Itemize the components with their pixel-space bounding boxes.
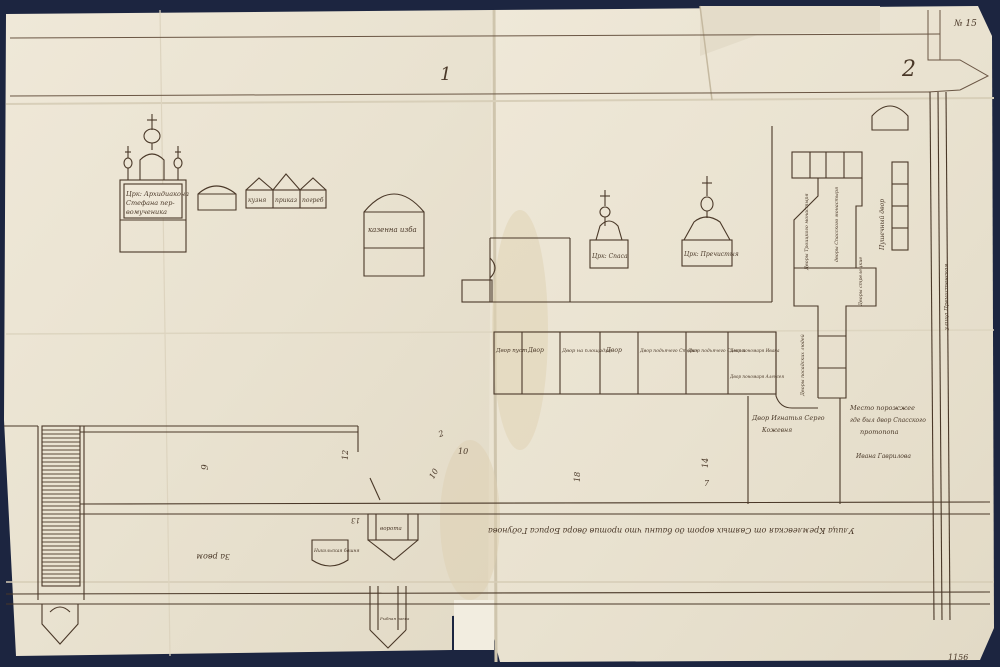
- mark-3: 12: [341, 450, 350, 460]
- mark-4: 14: [701, 458, 710, 468]
- gate-three-label: Рыбная лавка: [379, 616, 410, 621]
- mark-9: 2: [436, 429, 445, 440]
- church-label-2: Стефана пер-: [126, 199, 175, 207]
- street-row-dvor-8: Двор пономаря Алексея: [729, 374, 784, 379]
- gate-tower-one: Никольская башня: [311, 539, 359, 567]
- east-annotation-4: Ивана Гаврилова: [855, 453, 911, 460]
- sheet-header: 1 2 № 15 1156: [9, 10, 990, 662]
- street-row-dvor-6: Двор подьячего Симона: [687, 348, 746, 354]
- church-label-1: Црк: Архидиакона: [126, 190, 189, 198]
- street-row-dvor-1: Двор пуст: [495, 348, 527, 354]
- street-row-dvor-2: Двор: [527, 347, 544, 354]
- east-upper-vertical-1: Дворы Троицкого монастыря: [804, 193, 810, 271]
- church: Црк: Архидиакона Стефана пер- вомученика: [119, 114, 189, 253]
- east-lower-vertical-2: Дворы стрелецкие: [858, 257, 864, 307]
- chapel-one: Црк: Спаса: [589, 190, 629, 269]
- paper: [4, 5, 995, 663]
- vertical-note-top-block: Пушечный двор: [879, 199, 886, 251]
- arched-hall-label: казенна изба: [368, 226, 417, 234]
- street-row: Двор пуст Двор Двор на площадке Двор Дво…: [493, 331, 784, 395]
- east-block-sub-label: Кожевня: [761, 427, 792, 434]
- row-house-3: погреб: [302, 197, 324, 204]
- street-row-dvor-5: Двор подьячего Стефан: [639, 347, 699, 354]
- east-annotation-2: где был двор Спасского: [850, 417, 926, 424]
- chapel-two: Црк: Пречистыя: [681, 176, 739, 267]
- left-stair: [37, 425, 85, 645]
- mark-7: 9: [201, 464, 211, 470]
- mark-2: 10: [427, 467, 440, 480]
- east-annotation-1: Место порожжее: [849, 404, 915, 412]
- left-road-label: За рвом: [196, 552, 230, 561]
- road-text: Улица Кремлевская от Святых ворот до баш…: [488, 526, 855, 535]
- central-enclosure: [461, 126, 773, 303]
- gate-one-label: Никольская башня: [313, 547, 359, 554]
- gate-tower-two: ворота: [367, 513, 419, 561]
- east-upper-vertical-2: дворы Спасского монастыря: [834, 187, 840, 262]
- row-house-1: кузня: [248, 197, 266, 204]
- chapel-two-label: Црк: Пречистыя: [684, 251, 739, 258]
- row-house-2: приказ: [275, 197, 297, 204]
- right-margin-lines: [929, 91, 951, 621]
- chapel-one-label: Црк: Спаса: [592, 253, 628, 260]
- street-row-dvor-4: Двор: [605, 347, 622, 354]
- east-block-mid-label: Двор Игнатья Серго: [751, 414, 825, 422]
- gate-two-label: ворота: [380, 526, 402, 532]
- mark-8: 7: [704, 479, 710, 488]
- footer-mark: 1156: [948, 653, 968, 662]
- corner-mark: № 15: [953, 19, 977, 29]
- gate-tower-three: Рыбная лавка: [369, 586, 410, 649]
- small-hut: [197, 185, 237, 211]
- mark-5: 13: [351, 516, 360, 524]
- street-row-dvor-7: Двор пономаря Ивана: [729, 348, 780, 353]
- mark-1: 18: [573, 472, 582, 482]
- mark-6: 10: [458, 447, 468, 456]
- east-block: Двор Игнатья Серго Кожевня Место порожже…: [747, 105, 926, 504]
- arched-hall: казенна изба: [363, 193, 425, 277]
- main-road: [4, 425, 991, 605]
- east-lower-vertical-1: Дворы посадских людей: [800, 334, 806, 397]
- street-row-dvor-3: Двор на площадке: [561, 348, 611, 354]
- row-houses: кузня приказ погреб: [245, 173, 327, 209]
- church-label-3: вомученика: [126, 208, 167, 216]
- east-annotation-3: протопопа: [860, 428, 899, 436]
- page-mark-1: 1: [440, 64, 451, 85]
- page-mark-2: 2: [901, 57, 916, 82]
- scale-marks: 18 10 12 14 13 10 9 7 2: [201, 429, 710, 524]
- vertical-note-right-margin: улица Пречистенская: [944, 264, 950, 331]
